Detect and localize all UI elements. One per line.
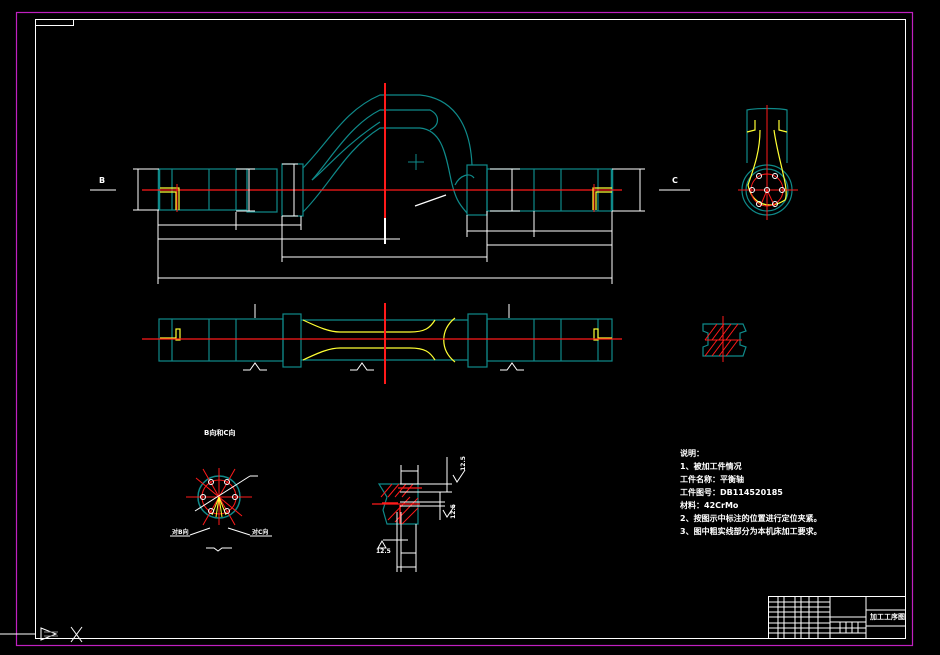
front-view[interactable] bbox=[90, 83, 690, 284]
detail-view-title: B向和C向 bbox=[204, 429, 236, 437]
notes-line: 工件图号：DB114520185 bbox=[680, 488, 783, 497]
side-view[interactable] bbox=[738, 105, 798, 220]
notes-line: 工件名称：平衡轴 bbox=[680, 475, 744, 484]
crosshair-x-icon bbox=[70, 626, 83, 643]
technical-notes: 说明： 1、被加工件情况 工件名称：平衡轴 工件图号：DB114520185 材… bbox=[680, 447, 822, 538]
inner-frame bbox=[35, 19, 906, 639]
notes-line: 2、按图示中标注的位置进行定位夹紧。 bbox=[680, 514, 822, 523]
view-arrow-label-b: B bbox=[99, 176, 106, 185]
cross-section[interactable] bbox=[702, 316, 747, 362]
title-block bbox=[768, 596, 906, 639]
title-block-title: 加工工序图 bbox=[870, 613, 905, 621]
outer-frame bbox=[15, 11, 914, 647]
detail-callout-left: 对B向 bbox=[172, 529, 189, 536]
view-arrow-label-c: C bbox=[672, 176, 678, 185]
detail-callout-right: 对C向 bbox=[252, 529, 269, 536]
ucs-axis-icon bbox=[0, 627, 58, 641]
notes-heading: 说明： bbox=[680, 449, 704, 458]
notes-line: 材料：42CrMo bbox=[680, 501, 739, 510]
roughness-label-2: 12.5 bbox=[449, 504, 457, 519]
roughness-label-1: 12.5 bbox=[459, 456, 467, 471]
locating-detail[interactable] bbox=[372, 457, 466, 572]
roughness-label-3: 12.5 bbox=[376, 548, 391, 555]
notes-line: 3、图中粗实线部分为本机床加工要求。 bbox=[680, 527, 822, 536]
bc-detail-view[interactable] bbox=[170, 468, 272, 552]
top-view[interactable] bbox=[142, 303, 622, 384]
frame-corner-tab bbox=[35, 19, 74, 26]
notes-line: 1、被加工件情况 bbox=[680, 462, 742, 471]
